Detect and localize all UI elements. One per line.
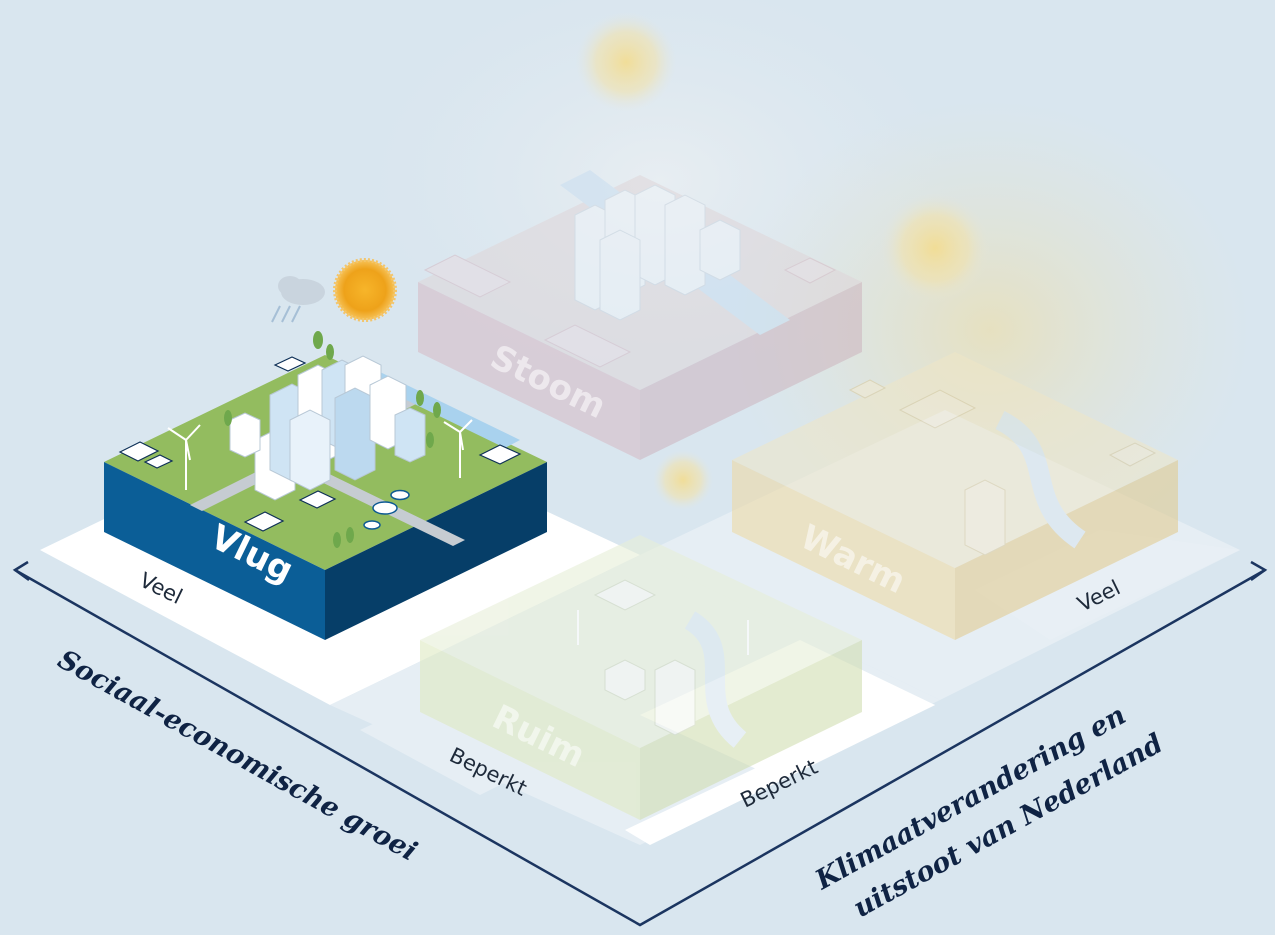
vlug-houses <box>118 356 522 532</box>
vlug-buildings <box>229 355 426 501</box>
rain-cloud-icon <box>271 276 325 323</box>
sun-icon <box>576 12 676 112</box>
warm-river <box>995 411 1086 549</box>
warm-side-right <box>955 460 1178 640</box>
tree-icon <box>224 331 441 548</box>
ruim-top <box>420 535 862 748</box>
sun-icon <box>333 258 397 322</box>
wind-turbine-icon <box>167 419 473 490</box>
ruim-side-left <box>420 640 640 820</box>
stoom-buildings <box>574 184 741 321</box>
ruim-side-right <box>640 640 862 820</box>
vlug-side-right <box>325 462 547 640</box>
tile-vlug[interactable] <box>104 331 547 640</box>
left-arrow-head <box>12 560 30 582</box>
warm-buildings <box>848 379 1157 556</box>
sun-icon <box>653 450 713 510</box>
tile-warm <box>732 352 1178 640</box>
ruim-wind-turbines <box>577 610 749 655</box>
stoom-warehouses <box>423 254 837 368</box>
cell-veel-right <box>975 530 1240 640</box>
axes <box>12 560 1268 927</box>
stoom-side-right <box>640 282 862 460</box>
vlug-tanks <box>363 489 410 530</box>
sun-icon <box>880 193 990 303</box>
ruim-buildings <box>593 579 696 736</box>
vlug-side-left <box>104 462 325 640</box>
stoom-side-left <box>418 282 640 460</box>
tile-stoom <box>418 170 862 460</box>
axis-lines <box>14 568 1266 927</box>
ruim-river <box>684 611 747 748</box>
tile-ruim <box>420 535 862 820</box>
right-arrow-head <box>1250 560 1268 582</box>
warm-side-left <box>732 460 955 640</box>
